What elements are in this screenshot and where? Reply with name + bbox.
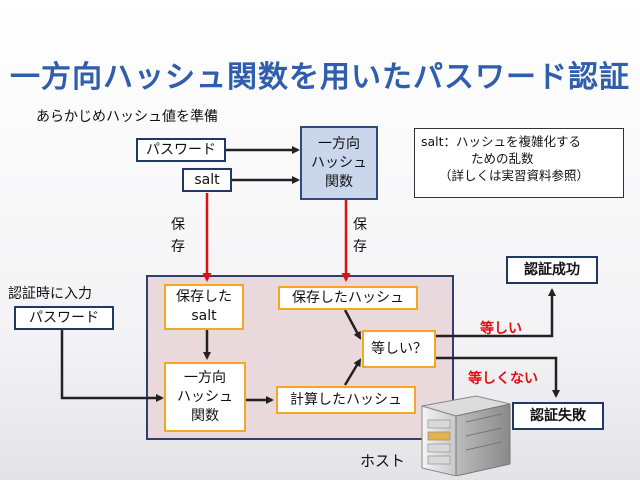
arrow-to-success <box>436 288 556 338</box>
compare-box: 等しい？ <box>362 330 436 368</box>
host-label: ホスト <box>360 452 406 470</box>
auth-success-box: 認証成功 <box>506 256 598 284</box>
note-line-1: salt：ハッシュを複雑化する <box>421 134 582 149</box>
arrow-stored-to-compare <box>343 309 362 340</box>
arrow-computed-to-compare <box>343 358 362 386</box>
page-title: 一方向ハッシュ関数を用いたパスワード認証 <box>10 60 630 95</box>
salt-note: salt：ハッシュを複雑化する ための乱数 （詳しくは実習資料参照） <box>414 128 624 198</box>
prep-hash-line-2: ハッシュ <box>311 154 367 171</box>
prep-hash-line-1: 一方向 <box>318 135 360 152</box>
stored-salt-box: 保存した salt <box>164 284 244 330</box>
prep-salt-box: salt <box>182 168 232 192</box>
host-hash-function-box: 一方向 ハッシュ 関数 <box>164 362 246 432</box>
store-label-left: 保 存 <box>171 217 185 255</box>
prep-hash-function-box: 一方向 ハッシュ 関数 <box>300 126 378 200</box>
not-equal-label: 等しくない <box>468 371 538 387</box>
arrow-to-failure <box>436 356 560 398</box>
prep-hash-line-3: 関数 <box>325 173 353 190</box>
equal-label: 等しい <box>480 321 522 337</box>
auth-failure-box: 認証失敗 <box>512 402 604 430</box>
server-icon <box>421 395 511 476</box>
auth-input-label: 認証時に入力 <box>8 286 92 302</box>
arrow-input-to-host-hash <box>60 330 164 402</box>
note-line-2: ための乱数 <box>471 151 534 166</box>
prep-label: あらかじめハッシュ値を準備 <box>36 109 218 125</box>
note-line-3: （詳しくは実習資料参照） <box>439 168 590 183</box>
store-label-right: 保 存 <box>353 217 367 255</box>
auth-password-box: パスワード <box>14 306 114 330</box>
stored-hash-box: 保存したハッシュ <box>278 286 418 310</box>
prep-password-box: パスワード <box>136 138 226 162</box>
computed-hash-box: 計算したハッシュ <box>276 386 416 414</box>
